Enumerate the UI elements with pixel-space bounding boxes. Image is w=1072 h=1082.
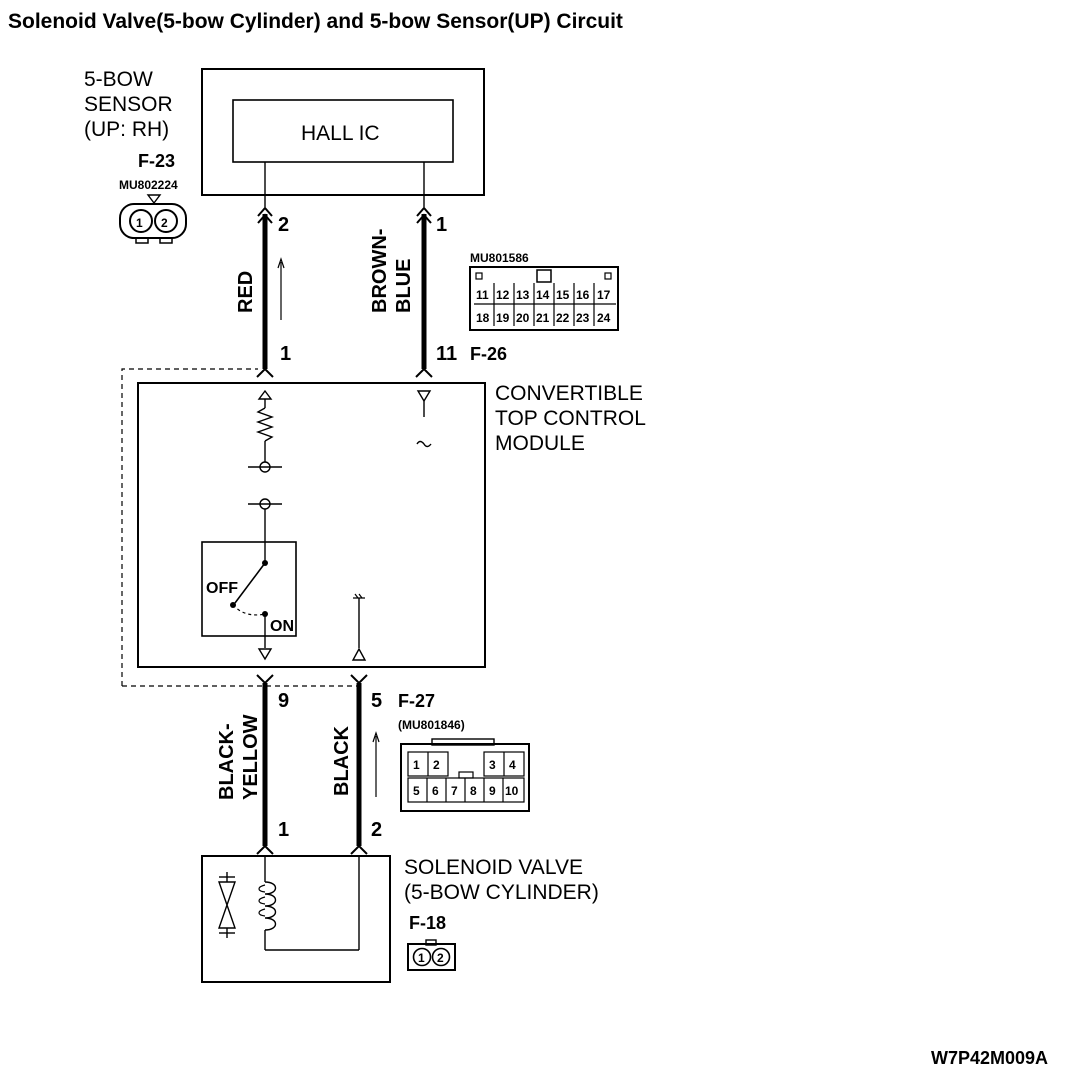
solenoid-valve-label-line-1: SOLENOID VALVE	[404, 856, 583, 879]
valve-harness-pin-9: 9	[489, 784, 496, 798]
ctm-connector-icon: 11 12 13 14 15 16 17 18 19 20 21 22 23 2…	[469, 266, 619, 331]
solenoid-valve-pin-2: 2	[437, 951, 444, 965]
valve-harness-pin-6: 6	[432, 784, 439, 798]
connector-marker-icon	[146, 194, 162, 205]
ground-input-icon	[351, 593, 367, 661]
black-yellow-wire-pin-top: 9	[278, 690, 289, 712]
current-direction-arrow-icon	[372, 731, 380, 797]
sensor-connector-icon: 1 2	[119, 203, 187, 244]
solenoid-valve-box	[201, 855, 391, 983]
solenoid-valve-label-line-2: (5-BOW CYLINDER)	[404, 881, 599, 904]
black-wire-label: BLACK	[331, 725, 353, 796]
sensor-connector-id: F-23	[138, 151, 175, 171]
valve-harness-pin-8: 8	[470, 784, 477, 798]
ctm-pin-11: 11	[476, 288, 489, 302]
red-wire-pin-top: 2	[278, 214, 289, 236]
valve-harness-pin-5: 5	[413, 784, 420, 798]
ctm-pin-15: 15	[556, 288, 570, 302]
brown-blue-wire-pin-top: 1	[436, 214, 447, 236]
ctm-pin-14: 14	[536, 288, 550, 302]
wire-black	[350, 674, 368, 855]
valve-harness-pin-1: 1	[413, 758, 420, 772]
hall-ic-box	[232, 99, 454, 163]
ctm-pin-18: 18	[476, 311, 490, 325]
module-label-line-3: MODULE	[495, 432, 585, 455]
solenoid-valve-label: SOLENOID VALVE (5-BOW CYLINDER)	[404, 856, 599, 904]
black-yellow-wire-label-line-2: YELLOW	[240, 714, 262, 800]
black-yellow-wire-pin-bottom: 1	[278, 819, 289, 841]
brown-blue-wire-label-line-1: BROWN-	[369, 229, 391, 313]
ctm-pin-22: 22	[556, 311, 570, 325]
valve-harness-connector-id: F-27	[398, 691, 435, 711]
valve-harness-connector-part-number: (MU801846)	[398, 718, 465, 732]
brown-blue-wire-pin-bottom: 11	[436, 343, 457, 365]
sensor-outer-box	[201, 68, 485, 196]
signal-direction-arrow-icon	[277, 257, 285, 320]
sensor-label-line-1: 5-BOW	[84, 68, 153, 91]
red-wire-label: RED	[235, 271, 257, 313]
valve-harness-pin-7: 7	[451, 784, 458, 798]
ctm-pin-16: 16	[576, 288, 590, 302]
red-wire-pin-bottom: 1	[280, 343, 291, 365]
solenoid-valve-connector-icon: 1 2	[407, 939, 456, 971]
sensor-part-number: MU802224	[119, 178, 178, 192]
ctm-pin-17: 17	[597, 288, 611, 302]
sensor-connector-pin-1: 1	[136, 216, 143, 230]
wire-brown-blue	[416, 206, 432, 369]
module-label: CONVERTIBLE TOP CONTROL MODULE	[495, 382, 646, 455]
ctm-pin-21: 21	[536, 311, 550, 325]
solenoid-valve-pin-1: 1	[418, 951, 425, 965]
module-label-line-1: CONVERTIBLE	[495, 382, 643, 405]
switch-box	[201, 541, 297, 637]
output-arrow-icon	[257, 648, 273, 661]
sensor-label: 5-BOW SENSOR (UP: RH)	[84, 68, 173, 141]
pull-up-resistor-icon	[248, 389, 282, 473]
input-terminal-icon	[416, 390, 432, 448]
diagram-title: Solenoid Valve(5-bow Cylinder) and 5-bow…	[8, 10, 623, 33]
valve-harness-pin-10: 10	[505, 784, 519, 798]
solenoid-coil-icon	[258, 856, 360, 951]
solenoid-valve-connector-id: F-18	[409, 913, 446, 933]
ctm-pin-12: 12	[496, 288, 510, 302]
valve-harness-connector-icon: 1 2 3 4 5 6 7 8 9 10	[400, 738, 530, 812]
black-wire-pin-top: 5	[371, 690, 382, 712]
figure-code: W7P42M009A	[931, 1048, 1048, 1068]
valve-harness-pin-4: 4	[509, 758, 516, 772]
ctm-pin-20: 20	[516, 311, 530, 325]
sensor-label-line-3: (UP: RH)	[84, 118, 169, 141]
module-box	[137, 382, 486, 668]
brown-blue-wire-label-line-2: BLUE	[393, 259, 415, 313]
valve-harness-pin-2: 2	[433, 758, 440, 772]
valve-symbol-icon	[218, 872, 236, 938]
ctm-pin-13: 13	[516, 288, 530, 302]
black-yellow-wire-label-line-1: BLACK-	[216, 723, 238, 800]
switch-on-label: ON	[270, 618, 294, 635]
ctm-connector-part-number: MU801586	[470, 251, 529, 265]
ctm-pin-24: 24	[597, 311, 611, 325]
ctm-pin-19: 19	[496, 311, 510, 325]
switch-terminal-icon	[248, 498, 282, 562]
ctm-connector-id: F-26	[470, 344, 507, 364]
ctm-pin-23: 23	[576, 311, 590, 325]
sensor-label-line-2: SENSOR	[84, 93, 173, 116]
sensor-connector-pin-2: 2	[161, 216, 168, 230]
switch-icon	[230, 560, 268, 648]
module-label-line-2: TOP CONTROL	[495, 407, 646, 430]
module-dashed-boundary	[121, 368, 258, 686]
wire-black-yellow	[256, 674, 274, 855]
wire-red	[257, 206, 273, 369]
black-wire-pin-bottom: 2	[371, 819, 382, 841]
switch-off-label: OFF	[206, 580, 238, 597]
valve-harness-pin-3: 3	[489, 758, 496, 772]
hall-ic-label: HALL IC	[301, 122, 380, 145]
